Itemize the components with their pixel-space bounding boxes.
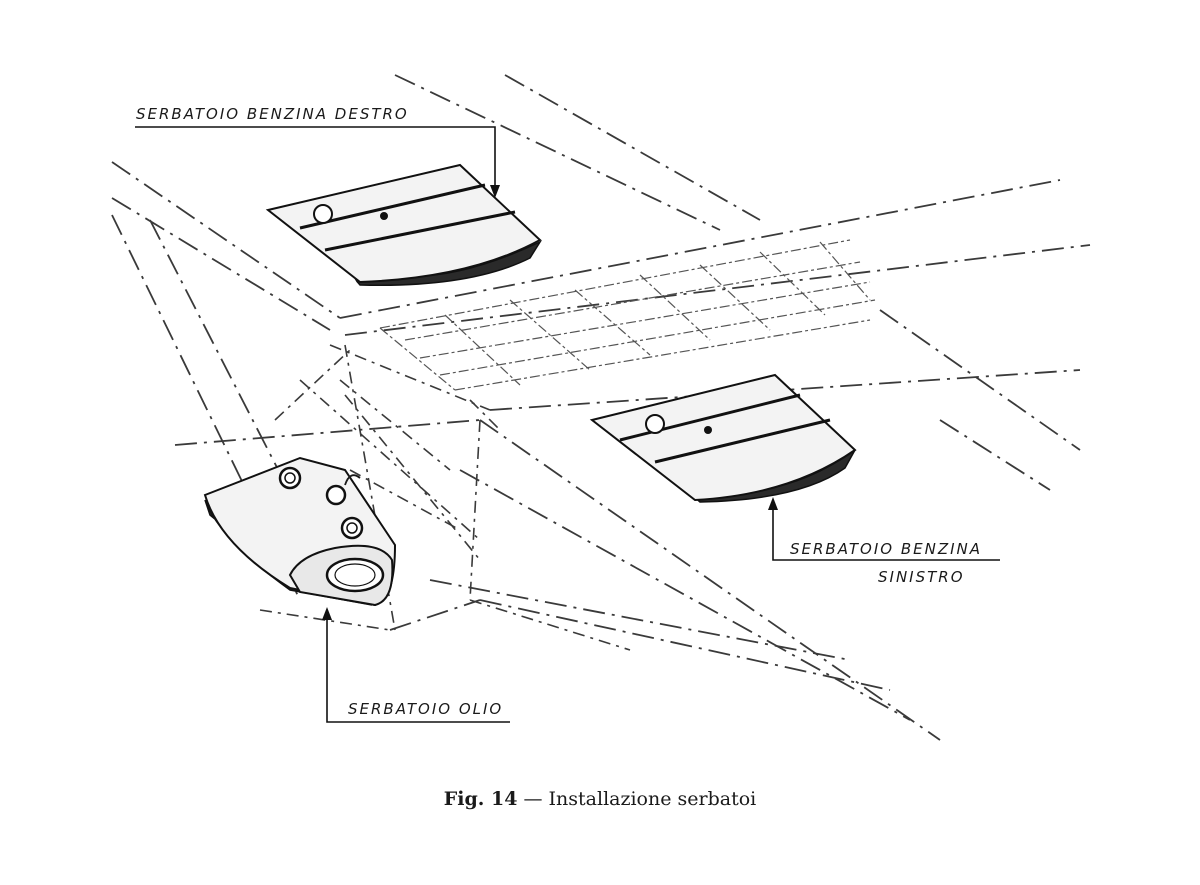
left-fuel-tank: [589, 373, 857, 503]
figure-caption: Fig. 14 — Installazione serbatoi: [0, 788, 1200, 810]
right-fuel-tank-label: SERBATOIO BENZINA DESTRO: [136, 105, 409, 123]
filler-cap-icon: [645, 414, 665, 434]
filler-cap-icon: [278, 466, 302, 490]
right-fuel-tank: [265, 163, 542, 287]
left-fuel-tank-label-line1: SERBATOIO BENZINA: [790, 540, 983, 558]
left-fuel-tank-label-line2: SINISTRO: [878, 568, 965, 586]
filler-cap-icon: [313, 204, 333, 224]
figure-number: Fig. 14: [443, 788, 518, 810]
caption-text: Installazione serbatoi: [548, 788, 757, 810]
caption-separator: —: [523, 788, 543, 810]
wing-structure-grid: [379, 239, 876, 391]
label-leaders: [135, 126, 1000, 723]
wing-outline-lines: [111, 74, 1091, 741]
oil-tank-label: SERBATOIO OLIO: [348, 700, 504, 718]
oil-tank: [203, 456, 397, 607]
